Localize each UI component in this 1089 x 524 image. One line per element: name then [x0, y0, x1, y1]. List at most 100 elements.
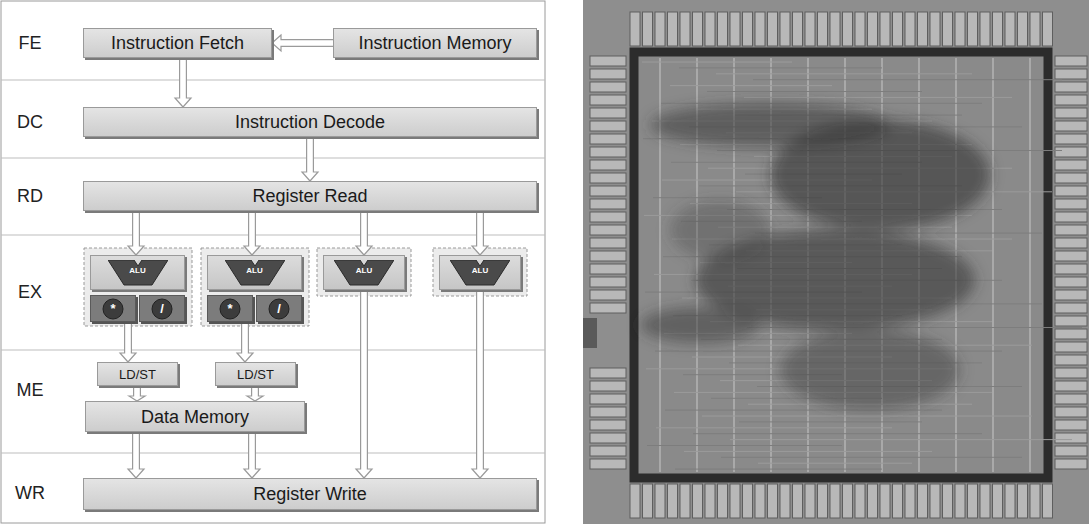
bond-pad [1055, 160, 1087, 170]
alu-unit: ALU [90, 255, 185, 290]
stage-separator [1, 80, 545, 81]
bond-pad [590, 56, 626, 66]
circuit-trace [665, 410, 942, 411]
bond-pad [1055, 277, 1087, 287]
bond-pad [943, 12, 953, 46]
arrow-connector [472, 290, 488, 478]
node-text: Instruction Fetch [111, 34, 244, 52]
bond-pad [643, 484, 653, 518]
bond-pad [1043, 12, 1053, 46]
stage-label: RD [17, 187, 43, 205]
arrow-connector [356, 211, 372, 255]
bond-pad [943, 484, 953, 518]
bond-pad [590, 147, 626, 157]
stage-separator [1, 158, 545, 159]
bond-pad [590, 225, 626, 235]
arrow-connector [129, 386, 145, 401]
bond-pad [590, 160, 626, 170]
bond-pad [993, 12, 1003, 46]
alu-shape [450, 260, 510, 285]
bond-pad [843, 12, 853, 46]
bond-pad [1030, 12, 1040, 46]
arrow-shaft-fill [134, 386, 140, 398]
bond-pad [693, 12, 703, 46]
bond-pad [1055, 355, 1087, 365]
circuit-trace [642, 62, 792, 63]
load-store-box: LD/ST [97, 362, 178, 386]
die-photo [583, 0, 1089, 524]
bond-pad [768, 484, 778, 518]
arrow-connector [302, 137, 318, 181]
shadow-blob [640, 307, 760, 343]
circuit-trace [647, 445, 842, 446]
bond-pad [1055, 290, 1087, 300]
alu-shape [108, 260, 168, 285]
arrow-shaft-fill [125, 322, 131, 355]
bond-pad [805, 484, 815, 518]
bond-pad [1055, 82, 1087, 92]
bond-pad [880, 12, 890, 46]
bond-pad [768, 12, 778, 46]
bond-pad [1055, 56, 1087, 66]
operator-disc [152, 299, 172, 319]
bond-pad [668, 12, 678, 46]
bond-pad [655, 12, 665, 46]
arrow-shaft-fill [180, 58, 186, 100]
operator-unit: / [256, 295, 302, 322]
bond-pad [590, 108, 626, 118]
bond-pad [590, 199, 626, 209]
bond-pad [630, 484, 640, 518]
bond-pad [590, 433, 626, 443]
bond-pad [1055, 342, 1087, 352]
bond-pad [1055, 303, 1087, 313]
bond-pad [643, 12, 653, 46]
circuit-trace [684, 451, 932, 452]
circuit-trace [716, 73, 972, 74]
bond-pad [805, 12, 815, 46]
bond-pad [680, 12, 690, 46]
process-box: Instruction Fetch [83, 28, 272, 58]
node-text: ALU [356, 267, 372, 275]
bond-pad [730, 12, 740, 46]
bond-pad [590, 446, 626, 456]
bond-pad [1005, 12, 1015, 46]
node-text: / [277, 302, 281, 315]
unit-group [317, 248, 411, 296]
node-text: ALU [129, 267, 145, 275]
circuit-trace [675, 469, 882, 470]
circuit-trace [992, 58, 994, 472]
alu-unit: ALU [439, 255, 521, 290]
bond-pad [590, 459, 626, 469]
shadow-blob [670, 200, 770, 260]
bond-pad [1055, 381, 1087, 391]
arrow-connector [120, 322, 136, 362]
arrow-connector [247, 386, 263, 401]
circuit-trace [702, 416, 1032, 417]
arrow-shaft-fill [361, 211, 367, 248]
alu-unit: ALU [323, 255, 405, 290]
bond-pad [1018, 484, 1028, 518]
bond-pad [918, 12, 928, 46]
node-text: Register Write [253, 485, 367, 503]
load-store-box: LD/ST [215, 362, 296, 386]
node-text: Instruction Memory [358, 34, 511, 52]
alu-shape [225, 260, 285, 285]
bond-pad [1055, 108, 1087, 118]
arrow-shaft-fill [477, 290, 483, 471]
bond-pad [590, 407, 626, 417]
bond-pad [590, 82, 626, 92]
arrow-shaft-fill [477, 211, 483, 248]
node-text: ALU [472, 267, 488, 275]
bond-pad [743, 12, 753, 46]
node-text: Instruction Decode [235, 113, 385, 131]
stage-label: WR [15, 484, 45, 502]
arrow-shaft-fill [252, 386, 258, 398]
bond-pad [1055, 329, 1087, 339]
bond-pad [868, 12, 878, 46]
node-text: LD/ST [119, 368, 156, 381]
bond-pad [1005, 484, 1015, 518]
bond-pad [930, 12, 940, 46]
unit-group [201, 248, 309, 326]
circuit-trace [693, 433, 982, 434]
bond-pad [1018, 12, 1028, 46]
